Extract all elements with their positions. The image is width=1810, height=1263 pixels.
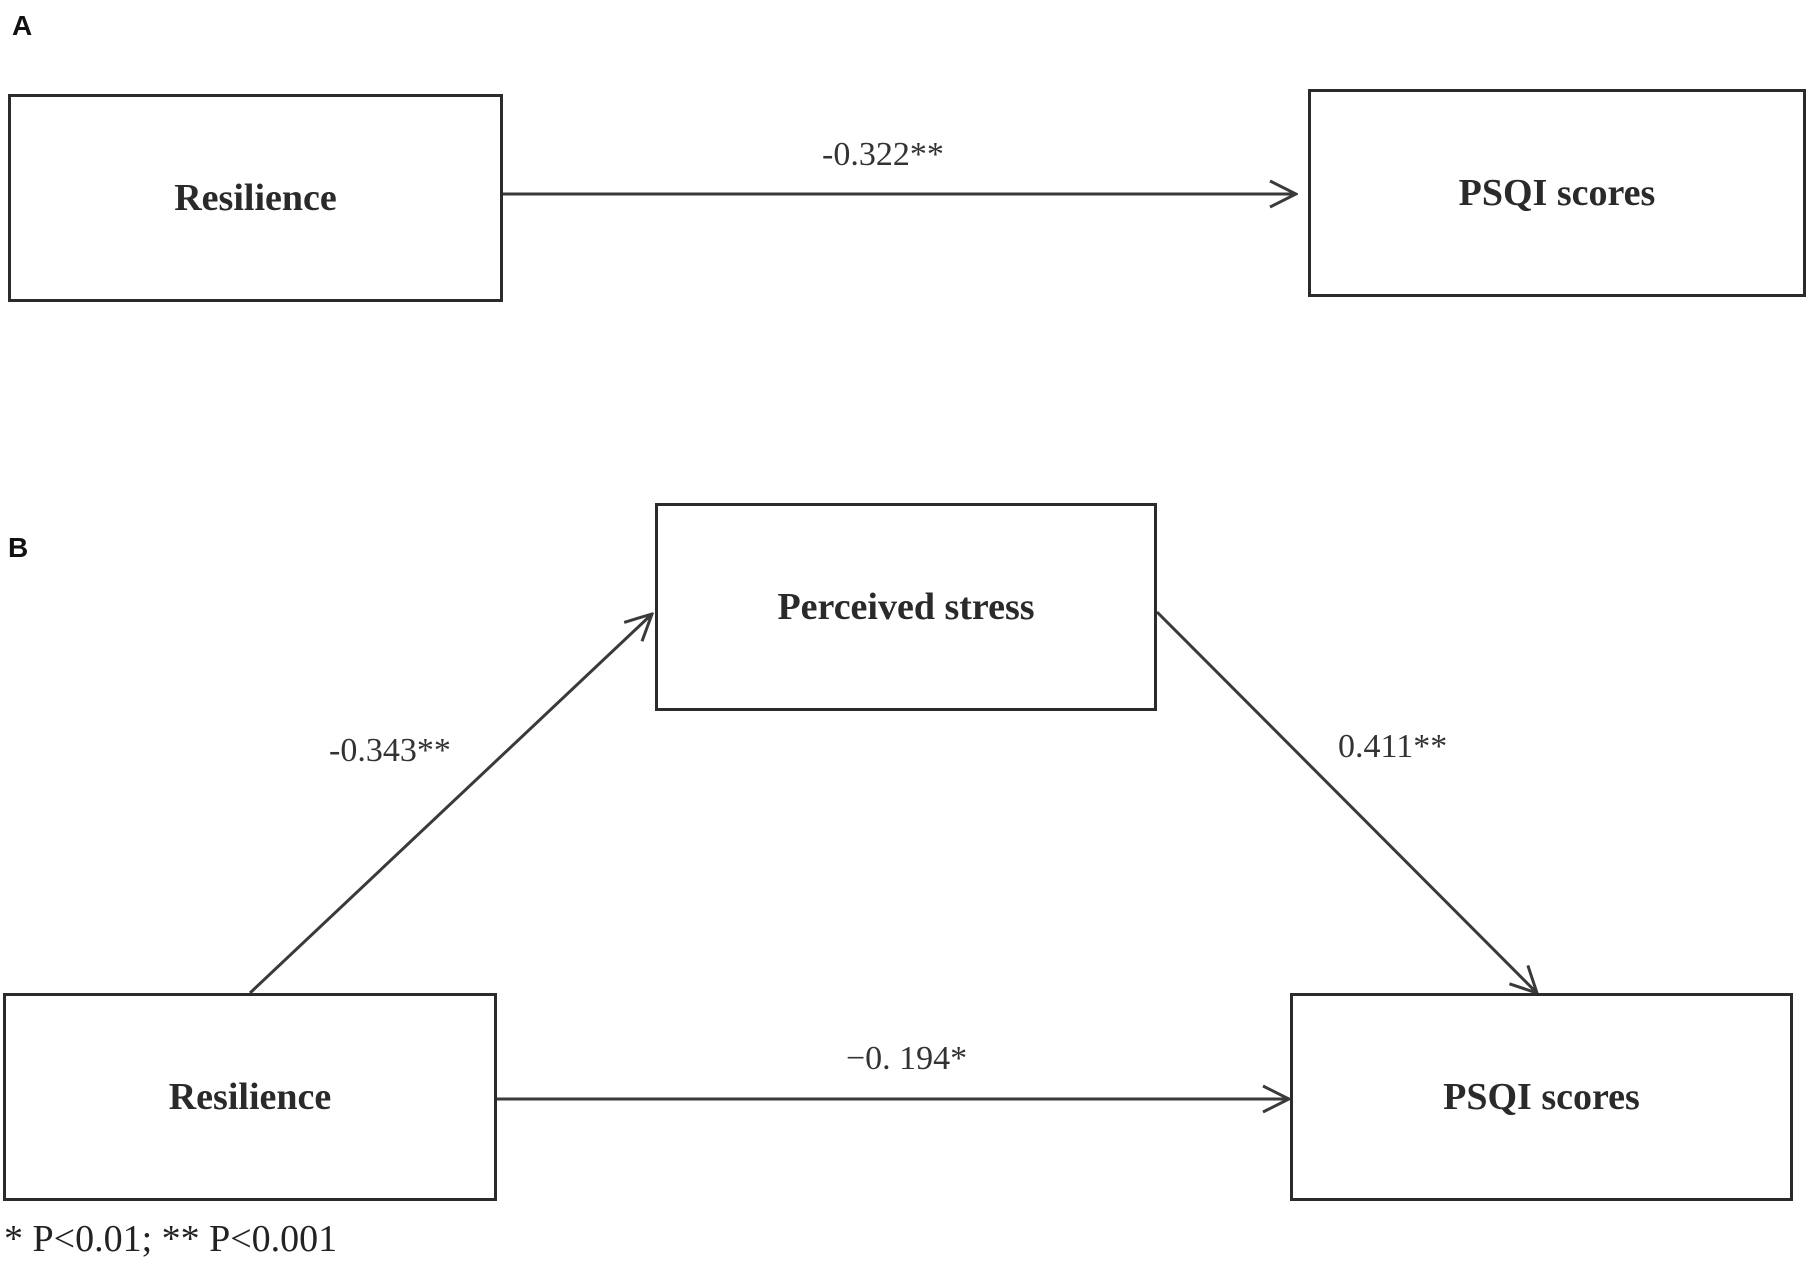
panel-a-psqi-box: PSQI scores [1308,89,1806,297]
panel-b-path-a-coefficient: -0.343** [329,732,451,769]
significance-footnote: * P<0.01; ** P<0.001 [4,1218,338,1260]
panel-b-resilience-label: Resilience [168,1076,332,1118]
panel-b-label: B [8,532,29,563]
panel-a-resilience-box: Resilience [8,94,503,302]
panel-a-label: A [12,10,33,41]
panel-b-psqi-label: PSQI scores [1443,1076,1640,1118]
panel-b-perceived-stress-label: Perceived stress [777,586,1035,628]
panel-a-coefficient: -0.322** [822,136,944,173]
panel-b-direct-coefficient: −0. 194* [846,1040,968,1077]
panel-b-path-b-coefficient: 0.411** [1338,728,1448,765]
panel-b-perceived-stress-box: Perceived stress [655,503,1157,711]
panel-a-resilience-label: Resilience [174,177,337,219]
panel-b-psqi-box: PSQI scores [1290,993,1793,1201]
panel-b-path-a-arrow [248,614,652,995]
panel-b-path-b-arrow [1155,610,1537,993]
panel-b-resilience-box: Resilience [3,993,497,1201]
panel-a-psqi-label: PSQI scores [1458,172,1656,214]
